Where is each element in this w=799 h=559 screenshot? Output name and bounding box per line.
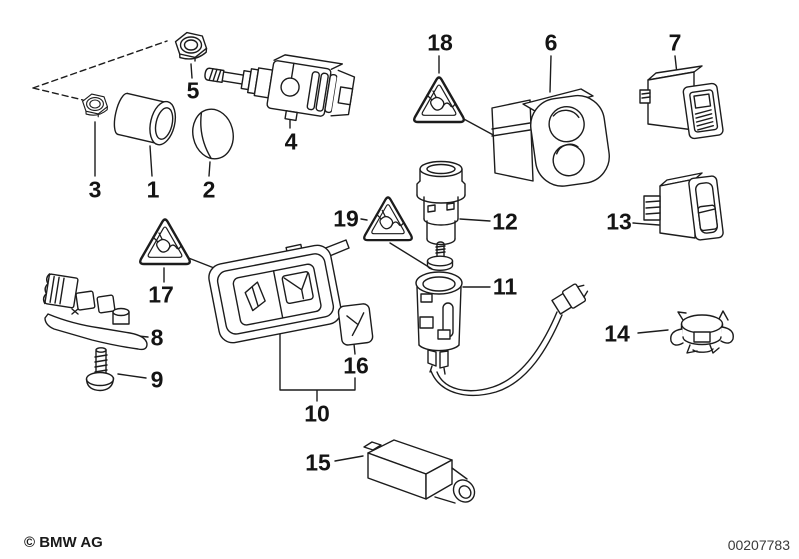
part-5-nut bbox=[174, 31, 208, 62]
part-2-cap bbox=[192, 108, 234, 160]
part-label-5: 5 bbox=[186, 77, 200, 104]
warning-triangle-18 bbox=[413, 76, 465, 124]
part-6-switch bbox=[491, 88, 610, 187]
part-label-3: 3 bbox=[88, 176, 102, 203]
part-label-9: 9 bbox=[150, 366, 164, 393]
part-4-switch bbox=[204, 54, 356, 122]
part-label-11: 11 bbox=[492, 273, 518, 300]
part-label-8: 8 bbox=[150, 324, 164, 351]
part-10-switch bbox=[208, 239, 350, 344]
part-label-16: 16 bbox=[343, 352, 369, 379]
part-label-18: 18 bbox=[427, 29, 453, 56]
part-label-19: 19 bbox=[333, 205, 359, 232]
part-label-7: 7 bbox=[668, 29, 682, 56]
part-11-socket bbox=[415, 271, 589, 397]
part-label-13: 13 bbox=[606, 208, 632, 235]
part-16-cap bbox=[337, 303, 374, 346]
document-number: 00207783 bbox=[727, 537, 790, 553]
warning-triangle-19 bbox=[363, 196, 413, 242]
part-label-15: 15 bbox=[305, 449, 331, 476]
part-9-screw bbox=[85, 347, 115, 392]
part-label-17: 17 bbox=[148, 281, 174, 308]
part-label-10: 10 bbox=[304, 400, 330, 427]
part-label-4: 4 bbox=[284, 128, 298, 155]
dashed-reference-lines bbox=[32, 40, 168, 101]
part-label-14: 14 bbox=[604, 320, 630, 347]
part-label-1: 1 bbox=[146, 176, 160, 203]
part-3-nut bbox=[82, 93, 108, 118]
warning-triangle-17 bbox=[139, 218, 191, 266]
part-label-6: 6 bbox=[544, 29, 558, 56]
cable-connector bbox=[551, 283, 589, 315]
part-14-clip bbox=[670, 310, 734, 354]
part-13-switch bbox=[643, 172, 724, 241]
part-label-2: 2 bbox=[202, 176, 216, 203]
leader-lines bbox=[94, 55, 678, 462]
part-15-switch bbox=[363, 439, 476, 504]
copyright-text: © BMW AG bbox=[24, 534, 103, 551]
part-1-cap bbox=[113, 92, 177, 146]
part-8-bracket bbox=[42, 273, 148, 351]
part-label-12: 12 bbox=[492, 208, 518, 235]
part-12-lighter-element bbox=[416, 160, 466, 271]
part-7-switch bbox=[639, 65, 724, 140]
